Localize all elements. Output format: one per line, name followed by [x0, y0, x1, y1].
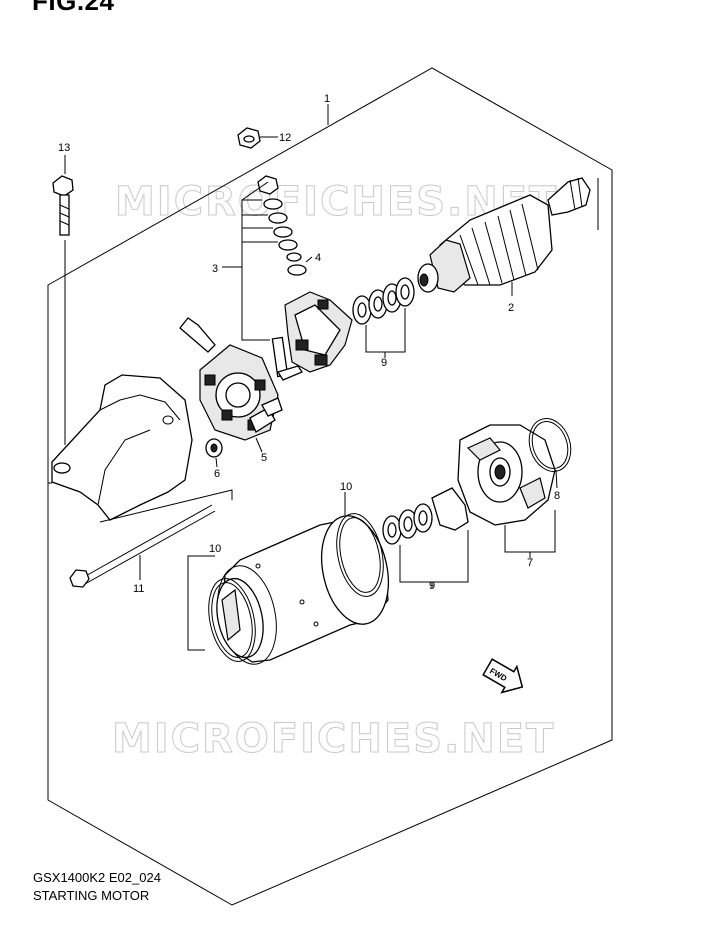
callout-10-rear: 10: [209, 543, 221, 555]
callout-12: 12: [279, 132, 291, 144]
yoke-housing: [216, 515, 389, 665]
washer-set-9-lower: [382, 487, 469, 588]
callout-11: 11: [133, 583, 144, 595]
figure-title: FIG.24: [32, 0, 115, 16]
callout-1: 1: [324, 93, 330, 105]
brush-holder-5: [179, 317, 283, 453]
callout-4: 4: [315, 252, 321, 264]
fwd-arrow-icon: FWD: [482, 658, 524, 694]
o-ring-10-rear: [187, 555, 256, 662]
callout-7: 7: [527, 557, 533, 569]
assembly-outline: [47, 67, 613, 906]
callout-10-front: 10: [340, 481, 352, 493]
grommet-6: [205, 438, 223, 468]
figure-name: STARTING MOTOR: [33, 888, 150, 903]
front-bracket-7: [457, 424, 556, 558]
end-cover: [51, 374, 193, 521]
washer-4: [287, 256, 313, 276]
callout-9-upper: 9: [381, 357, 387, 369]
callout-2: 2: [508, 302, 514, 314]
callout-6: 6: [214, 468, 220, 480]
leader-cover: [99, 489, 233, 523]
o-ring-10-front: [336, 492, 384, 597]
armature-2: [417, 177, 599, 296]
figure-code: GSX1400K2 E02_024: [33, 870, 161, 885]
callout-8: 8: [554, 490, 560, 502]
watermark-bottom: MICROFICHES.NET: [112, 716, 555, 762]
callout-5: 5: [261, 452, 267, 464]
callout-9-lower: 9: [429, 580, 435, 592]
callout-3: 3: [212, 263, 218, 275]
callout-13: 13: [58, 142, 70, 154]
terminal-bracket: [271, 291, 353, 381]
o-ring-8: [528, 418, 572, 489]
nut-12: [237, 127, 278, 149]
bolt-13: [52, 155, 74, 445]
through-bolt-11: [69, 504, 216, 588]
washer-stack-3: [222, 175, 302, 341]
washer-set-9-upper: [352, 277, 415, 358]
